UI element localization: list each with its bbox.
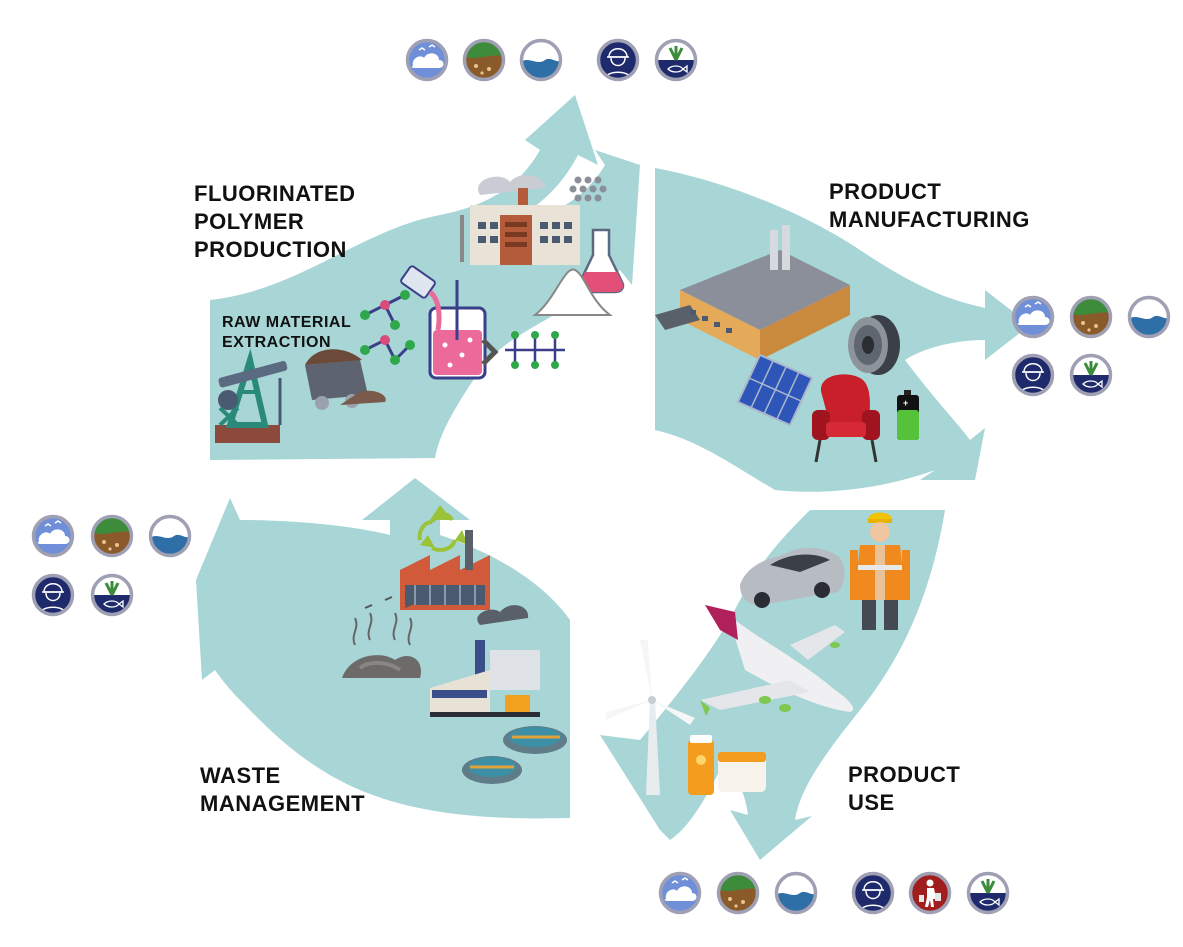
wildlife-exposure-icon	[966, 871, 1010, 915]
soil-emission-icon	[462, 38, 506, 82]
cable-spool-icon	[848, 315, 900, 375]
battery-icon: +	[897, 390, 919, 440]
label-line: FLUORINATED	[194, 181, 356, 206]
incinerator-icon	[430, 605, 540, 717]
mine-cart-icon	[305, 349, 386, 410]
soil-emission-icon	[716, 871, 760, 915]
water-emission-icon	[148, 514, 192, 558]
water-emission-icon	[774, 871, 818, 915]
raw-material-illustration	[215, 265, 565, 443]
svg-text:+: +	[903, 398, 908, 408]
consumer-exposure-icon	[908, 871, 952, 915]
recycling-plant-icon	[400, 530, 490, 610]
water-emission-icon	[1127, 295, 1171, 339]
car-icon	[740, 547, 845, 608]
waste-management-illustration	[342, 505, 567, 784]
sunscreen-icon	[688, 735, 766, 795]
label-line: MANAGEMENT	[200, 791, 366, 816]
soil-emission-icon	[90, 514, 134, 558]
wind-turbine-icon	[605, 640, 695, 795]
particles-icon	[569, 176, 607, 202]
factory-icon	[655, 225, 850, 360]
wastewater-treatment-icon	[462, 726, 567, 784]
product-use-illustration	[605, 512, 910, 795]
label-line: RAW MATERIAL	[222, 314, 352, 331]
armchair-icon	[812, 374, 880, 463]
airplane-icon	[700, 605, 854, 716]
wildlife-exposure-icon	[1069, 353, 1113, 397]
label-polymer-production: FLUORINATED POLYMER PRODUCTION	[194, 180, 356, 264]
worker-exposure-icon	[1011, 353, 1055, 397]
manufacturing-illustration: +	[655, 225, 919, 463]
air-emission-icon	[658, 871, 702, 915]
label-manufacturing: PRODUCT MANUFACTURING	[829, 178, 1030, 234]
chemical-plant-illustration	[460, 175, 625, 316]
polymer-chain-icon	[505, 331, 565, 369]
label-line: EXTRACTION	[222, 334, 331, 351]
landfill-icon	[342, 596, 421, 678]
wildlife-exposure-icon	[90, 573, 134, 617]
label-line: PRODUCT	[829, 179, 942, 204]
label-product-use: PRODUCT USE	[848, 761, 960, 817]
molecule-icon	[360, 290, 415, 365]
air-emission-icon	[1011, 295, 1055, 339]
label-line: POLYMER	[194, 209, 305, 234]
arrow-manufacturing	[655, 168, 1030, 492]
label-line: WASTE	[200, 763, 281, 788]
air-emission-icon	[405, 38, 449, 82]
process-chevron-icon	[481, 338, 499, 366]
label-waste-management: WASTE MANAGEMENT	[200, 762, 365, 818]
worker-exposure-icon	[851, 871, 895, 915]
label-line: MANUFACTURING	[829, 207, 1030, 232]
air-emission-icon	[31, 514, 75, 558]
worker-figure-icon	[850, 512, 910, 630]
wildlife-exposure-icon	[654, 38, 698, 82]
worker-exposure-icon	[31, 573, 75, 617]
soil-emission-icon	[1069, 295, 1113, 339]
solar-panel-icon	[736, 353, 814, 427]
label-raw-material: RAW MATERIAL EXTRACTION	[222, 313, 351, 353]
label-line: PRODUCTION	[194, 237, 347, 262]
recycling-icon	[417, 505, 468, 552]
water-emission-icon	[519, 38, 563, 82]
worker-exposure-icon	[596, 38, 640, 82]
reactor-beaker-icon	[400, 265, 487, 380]
pumpjack-icon	[215, 348, 288, 443]
label-line: USE	[848, 790, 895, 815]
label-line: PRODUCT	[848, 762, 961, 787]
